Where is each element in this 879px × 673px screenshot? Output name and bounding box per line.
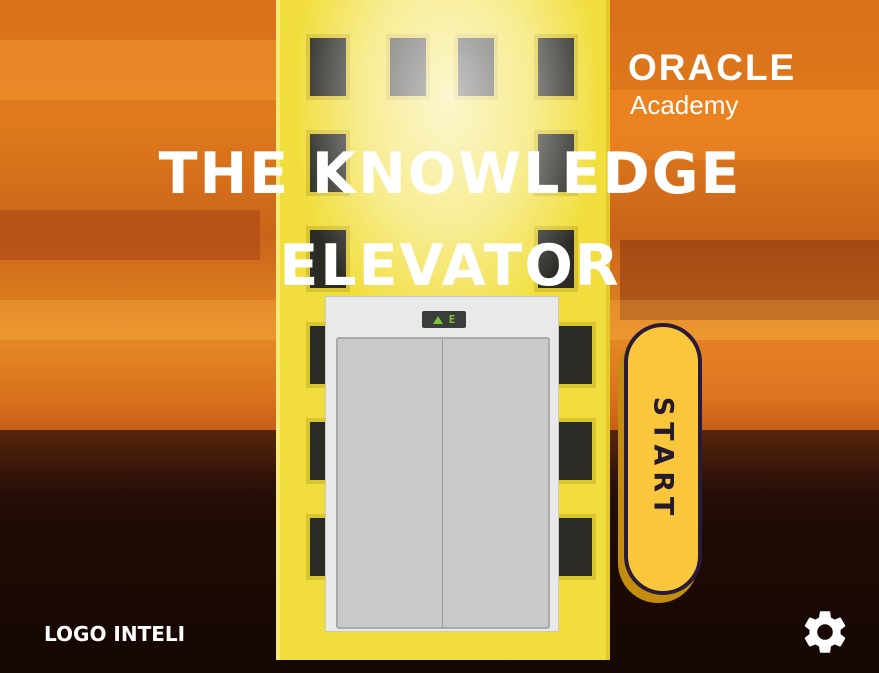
game-title-line-1: THE KNOWLEDGE <box>158 141 742 207</box>
cloud <box>680 340 879 400</box>
game-title-line-2: ELEVATOR <box>279 233 621 299</box>
floor-indicator-label: E <box>448 312 456 326</box>
elevator-doors <box>336 337 550 629</box>
oracle-academy-logo: ORACLE Academy <box>628 48 858 128</box>
cloud <box>0 40 300 100</box>
building-window <box>552 514 596 580</box>
elevator-door-right <box>442 339 548 627</box>
cloud <box>0 210 260 260</box>
floor-indicator: E <box>422 311 466 328</box>
light-glow <box>300 0 594 330</box>
start-button[interactable]: START <box>618 323 702 603</box>
elevator-door-left <box>338 339 444 627</box>
game-title: THE KNOWLEDGE ELEVATOR <box>0 128 879 312</box>
oracle-wordmark: ORACLE <box>628 47 797 88</box>
inteli-logo: LOGO INTELI <box>44 622 186 646</box>
up-arrow-icon <box>432 315 443 324</box>
cloud <box>600 90 879 160</box>
elevator: E <box>325 296 559 632</box>
settings-button[interactable] <box>799 606 851 658</box>
gear-icon <box>804 611 846 653</box>
academy-wordmark: Academy <box>630 90 739 120</box>
start-button-face <box>624 323 702 595</box>
cloud <box>620 240 879 320</box>
start-button-label: START <box>647 396 679 522</box>
